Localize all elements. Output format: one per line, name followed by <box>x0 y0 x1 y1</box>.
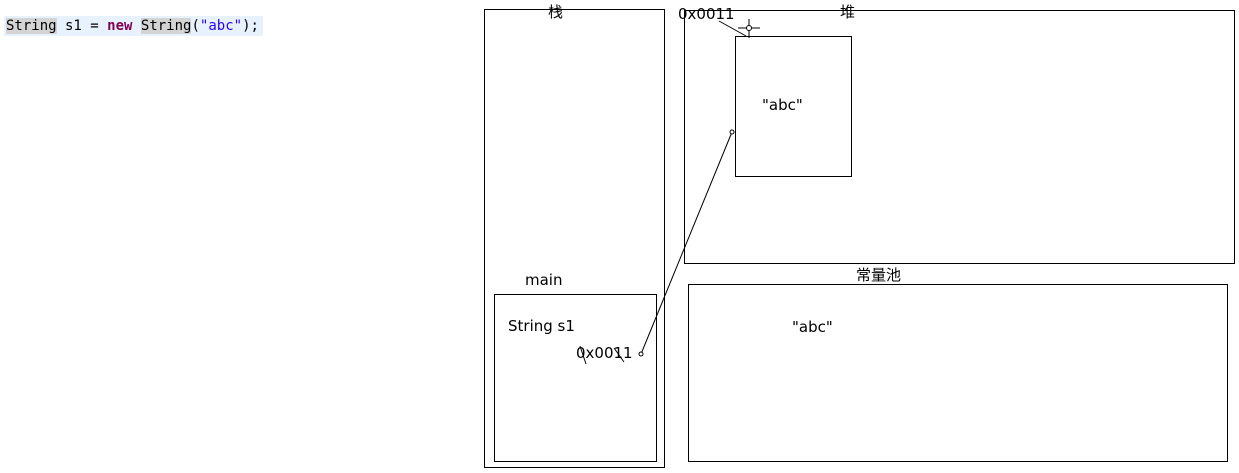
code-token-type: String <box>140 18 192 34</box>
code-token-string: "abc" <box>199 18 243 34</box>
stack-title: 栈 <box>548 3 564 21</box>
variable-label: String s1 <box>508 317 575 335</box>
constant-pool-title: 常量池 <box>856 266 902 284</box>
main-frame <box>494 294 657 462</box>
heap-address-label: 0x0011 <box>678 5 735 23</box>
code-line: String s1 = new String("abc"); <box>4 16 263 36</box>
code-token-plain: s1 = <box>56 18 108 34</box>
heap-object-value: "abc" <box>762 96 803 114</box>
constant-pool-value: "abc" <box>792 318 833 336</box>
heap-object <box>735 36 852 177</box>
code-token-plain: ( <box>191 18 200 34</box>
reference-value: 0x0011 <box>576 344 633 362</box>
constant-pool-region <box>688 284 1228 462</box>
code-token-keyword: new <box>107 18 133 34</box>
heap-title: 堆 <box>840 3 856 21</box>
code-token-plain <box>132 18 140 34</box>
main-frame-label: main <box>525 271 563 289</box>
code-token-type: String <box>6 18 57 34</box>
code-token-plain: ); <box>242 18 259 34</box>
